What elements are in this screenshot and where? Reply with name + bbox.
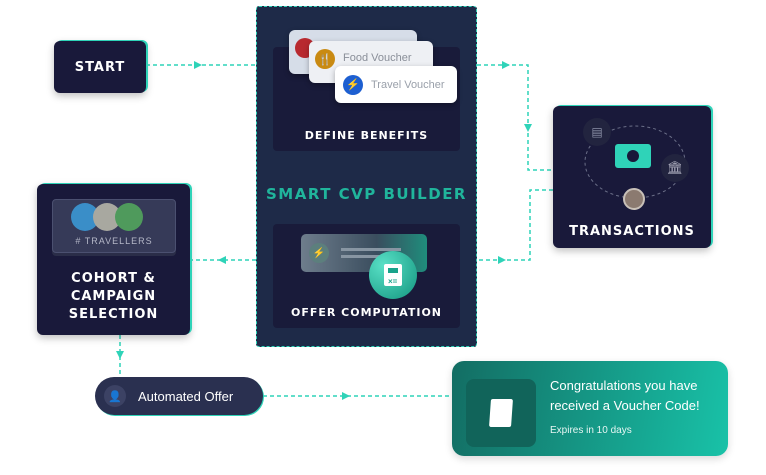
lightning-icon: ⚡ (309, 243, 329, 263)
travellers-cohort-card: # TRAVELLERS (52, 199, 176, 253)
automated-offer-label: Automated Offer (138, 388, 234, 404)
voucher-notification-card[interactable]: Congratulations you have received a Vouc… (452, 361, 728, 456)
transactions-node[interactable]: ▤ 🏛 TRANSACTIONS (553, 106, 711, 248)
arrow-icon (498, 256, 506, 264)
arrow-icon (502, 61, 510, 69)
money-exchange-icon (615, 144, 651, 168)
offer-computation-node[interactable]: ⚡ ×= OFFER COMPUTATION (273, 224, 460, 328)
receipt-icon: ▤ (583, 118, 611, 146)
offer-computation-label: OFFER COMPUTATION (290, 306, 443, 319)
arrow-icon (116, 351, 124, 359)
travel-voucher-card: ⚡ Travel Voucher (335, 66, 457, 103)
voucher-message: Congratulations you have received a Vouc… (550, 378, 700, 413)
cohort-tag: # TRAVELLERS (75, 236, 153, 246)
user-icon: 👤 (104, 385, 126, 407)
travel-voucher-label: Travel Voucher (371, 78, 445, 91)
cutlery-icon: 🍴 (315, 49, 335, 69)
user-avatar (623, 188, 645, 210)
define-benefits-label: DEFINE BENEFITS (304, 129, 429, 142)
food-voucher-label: Food Voucher (343, 52, 412, 64)
start-node[interactable]: START (54, 41, 146, 93)
arrow-icon (194, 61, 202, 69)
lightning-icon: ⚡ (343, 74, 363, 95)
arrow-icon (524, 124, 532, 132)
automated-offer-node[interactable]: 👤 Automated Offer (95, 377, 263, 415)
calculator-icon: ×= (369, 251, 417, 299)
start-label: START (74, 59, 126, 75)
smart-cvp-builder-panel: DEFINE BENEFITS 🍴 Food Voucher ⚡ Travel … (256, 6, 477, 347)
arrow-icon (342, 392, 350, 400)
arrow-icon (218, 256, 226, 264)
voucher-expiry: Expires in 10 days (550, 425, 632, 436)
shopping-bag-icon (466, 379, 536, 447)
builder-title: SMART CVP BUILDER (265, 185, 467, 203)
cohort-photo (115, 203, 143, 231)
transactions-label: TRANSACTIONS (569, 224, 695, 239)
bank-icon: 🏛 (661, 154, 689, 182)
